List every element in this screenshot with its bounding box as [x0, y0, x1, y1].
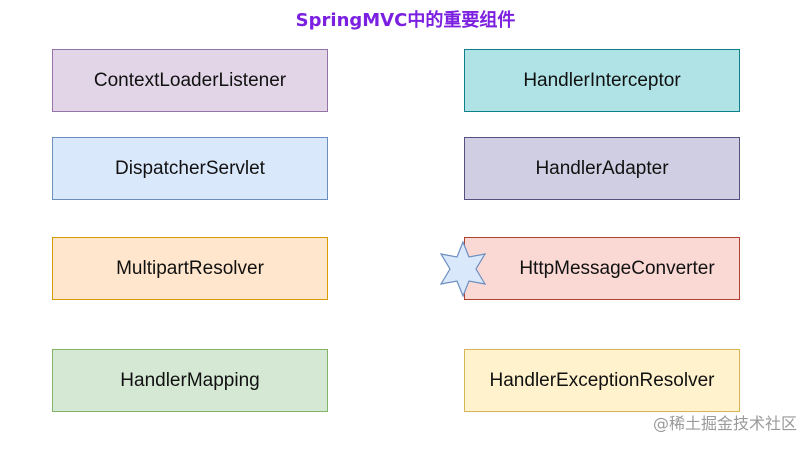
component-box-context-loader-listener: ContextLoaderListener: [52, 49, 328, 112]
star-shape: [439, 240, 487, 298]
component-label: ContextLoaderListener: [93, 69, 287, 91]
component-box-handler-exception-resolver: HandlerExceptionResolver: [464, 349, 740, 412]
star-icon: [439, 240, 487, 298]
component-box-multipart-resolver: MultipartResolver: [52, 237, 328, 300]
diagram-title: SpringMVC中的重要组件: [295, 10, 516, 31]
component-label: HttpMessageConverter: [519, 257, 715, 279]
component-box-handler-interceptor: HandlerInterceptor: [464, 49, 740, 112]
component-label: HandlerMapping: [120, 369, 260, 391]
component-label: MultipartResolver: [116, 257, 264, 279]
component-box-dispatcher-servlet: DispatcherServlet: [52, 137, 328, 200]
watermark: @稀土掘金技术社区: [652, 414, 797, 433]
component-label: HandlerAdapter: [535, 157, 669, 179]
component-label: HandlerInterceptor: [523, 69, 681, 91]
component-box-handler-mapping: HandlerMapping: [52, 349, 328, 412]
component-label: DispatcherServlet: [115, 157, 265, 179]
component-label: HandlerExceptionResolver: [489, 369, 715, 391]
component-box-handler-adapter: HandlerAdapter: [464, 137, 740, 200]
component-box-http-message-converter: HttpMessageConverter: [464, 237, 740, 300]
